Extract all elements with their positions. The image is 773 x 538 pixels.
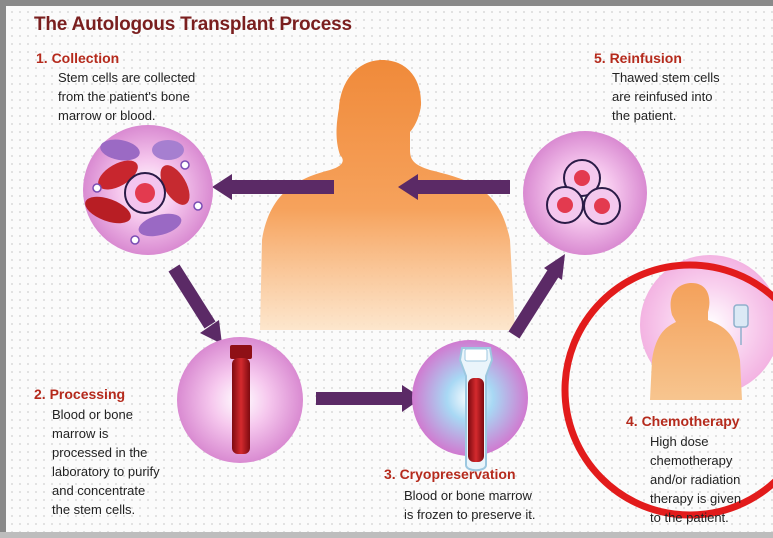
- step-2-heading: 2. Processing: [34, 386, 125, 402]
- step-2-text: Blood or bone marrow is processed in the…: [52, 405, 160, 519]
- step-4-heading: 4. Chemotherapy: [626, 413, 740, 429]
- step-3-text: Blood or bone marrow is frozen to preser…: [404, 486, 536, 524]
- arrow-cryo-to-reinfusion: [514, 272, 554, 335]
- arrow-body-to-collection: [228, 180, 334, 194]
- diagram-title: The Autologous Transplant Process: [34, 14, 352, 36]
- step-4-text: High dose chemotherapy and/or radiation …: [650, 432, 741, 527]
- arrow-processing-to-cryo: [316, 392, 406, 405]
- frozen-vial-icon: [412, 340, 528, 470]
- arrow-reinfusion-to-body: [414, 180, 510, 194]
- step-1-heading: 1. Collection: [36, 50, 119, 66]
- blood-vial-icon: [177, 337, 303, 463]
- step-3-heading: 3. Cryopreservation: [384, 466, 516, 482]
- step-5-heading: 5. Reinfusion: [594, 50, 682, 66]
- arrow-collection-to-processing: [174, 268, 210, 325]
- patient-silhouette-icon: [260, 60, 515, 330]
- step-1-text: Stem cells are collected from the patien…: [58, 68, 195, 125]
- stem-cells-icon: [82, 125, 213, 255]
- iv-bag-icon: [640, 255, 773, 400]
- reinfused-cells-icon: [523, 131, 647, 255]
- step-5-text: Thawed stem cells are reinfused into the…: [612, 68, 720, 125]
